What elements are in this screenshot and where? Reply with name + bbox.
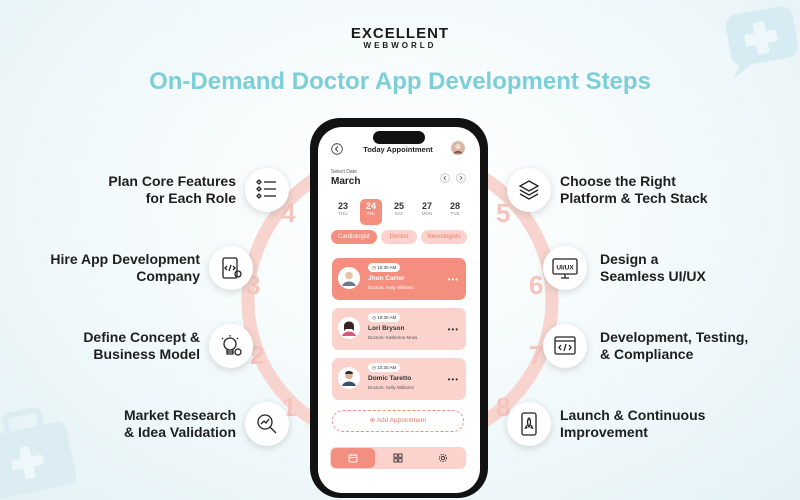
grid-icon [393, 453, 403, 463]
patient-avatar [338, 367, 360, 389]
step-8-icon-circle [507, 402, 551, 446]
step-7-label: Development, Testing,& Compliance [600, 329, 749, 362]
step-7-icon-circle [543, 324, 587, 368]
step-number-8: 8 [496, 392, 511, 422]
patient-avatar [338, 317, 360, 339]
browser-code-icon [554, 336, 576, 355]
add-appointment-button[interactable]: ⊕ Add Appointment [332, 410, 464, 432]
patient-name: Domic Taretto [368, 375, 412, 382]
plus-circle-icon: ⊕ [369, 417, 376, 424]
category-chip-dentist[interactable]: Dentist [381, 230, 417, 244]
tab-grid[interactable] [376, 448, 420, 468]
step-1-icon-circle [245, 402, 289, 446]
step-5-icon-circle [507, 168, 551, 212]
more-options-icon[interactable]: ••• [447, 325, 459, 334]
rocket-phone-icon [521, 412, 537, 436]
patient-name: Jhon Carter [368, 275, 405, 282]
step-number-7: 7 [529, 340, 544, 370]
code-document-icon [222, 257, 242, 279]
doctor-name: Doctors: Katherine Moss [368, 335, 418, 340]
step-number-6: 6 [529, 270, 544, 300]
step-4-icon-circle [245, 168, 289, 212]
uiux-monitor-icon: UI/UX [552, 258, 578, 279]
appointment-card[interactable]: ◷ 10:30 AM Domic Taretto Doctors: Kelly … [332, 358, 466, 400]
step-number-2: 2 [250, 340, 265, 370]
appointment-header-title: Today Appointment [363, 145, 433, 154]
profile-avatar[interactable] [451, 141, 465, 155]
brand-logo-top: EXCELLENT [350, 25, 450, 42]
step-2-label: Define Concept &Business Model [83, 329, 200, 362]
month-label: March [331, 176, 361, 187]
appointment-time: ◷ 10:30 AM [368, 363, 401, 372]
calendar-icon [348, 454, 358, 463]
step-1-label: Market Research& Idea Validation [123, 407, 236, 440]
medical-chat-bubble-icon [725, 6, 799, 78]
checklist-icon [256, 179, 276, 199]
phone-notch [373, 131, 425, 144]
settings-icon [438, 453, 448, 463]
patient-name: Lori Bryson [368, 325, 405, 332]
doctor-name: Doctors: Kelly Williams [368, 285, 414, 290]
svg-text:UI/UX: UI/UX [556, 265, 574, 272]
step-2-icon-circle [209, 324, 253, 368]
layers-stack-icon [518, 180, 540, 200]
appointment-time: ◷ 10:30 AM [368, 313, 401, 322]
category-chip-cardiologist[interactable]: Cardiologist [331, 230, 377, 244]
appointment-card[interactable]: ◷ 10:30 AM Jhon Carter Doctors: Kelly Wi… [332, 258, 466, 300]
doctor-name: Doctors: Kelly Williams [368, 385, 414, 390]
back-button[interactable] [331, 143, 343, 155]
more-options-icon[interactable]: ••• [447, 375, 459, 384]
page-title: On-Demand Doctor App Development Steps [149, 68, 651, 95]
tab-calendar[interactable] [331, 448, 375, 468]
next-month-button[interactable] [456, 173, 466, 183]
select-date-label: Select Date [331, 169, 357, 175]
prev-month-button[interactable] [440, 173, 450, 183]
magnifier-chart-icon [257, 414, 277, 434]
tab-settings[interactable] [421, 448, 465, 468]
step-number-5: 5 [496, 198, 511, 228]
patient-avatar [338, 267, 360, 289]
medical-kit-icon [0, 407, 77, 499]
step-3-icon-circle [209, 246, 253, 290]
brand-logo-bottom: WEBWORLD [363, 41, 437, 50]
appointment-card[interactable]: ◷ 10:30 AM Lori Bryson Doctors: Katherin… [332, 308, 466, 350]
step-number-4: 4 [281, 198, 296, 228]
category-chip-neurologists[interactable]: Neurologists [421, 230, 467, 244]
lightbulb-gear-icon [221, 335, 242, 356]
step-6-icon-circle: UI/UX [543, 246, 587, 290]
appointment-time: ◷ 10:30 AM [368, 263, 401, 272]
more-options-icon[interactable]: ••• [447, 275, 459, 284]
